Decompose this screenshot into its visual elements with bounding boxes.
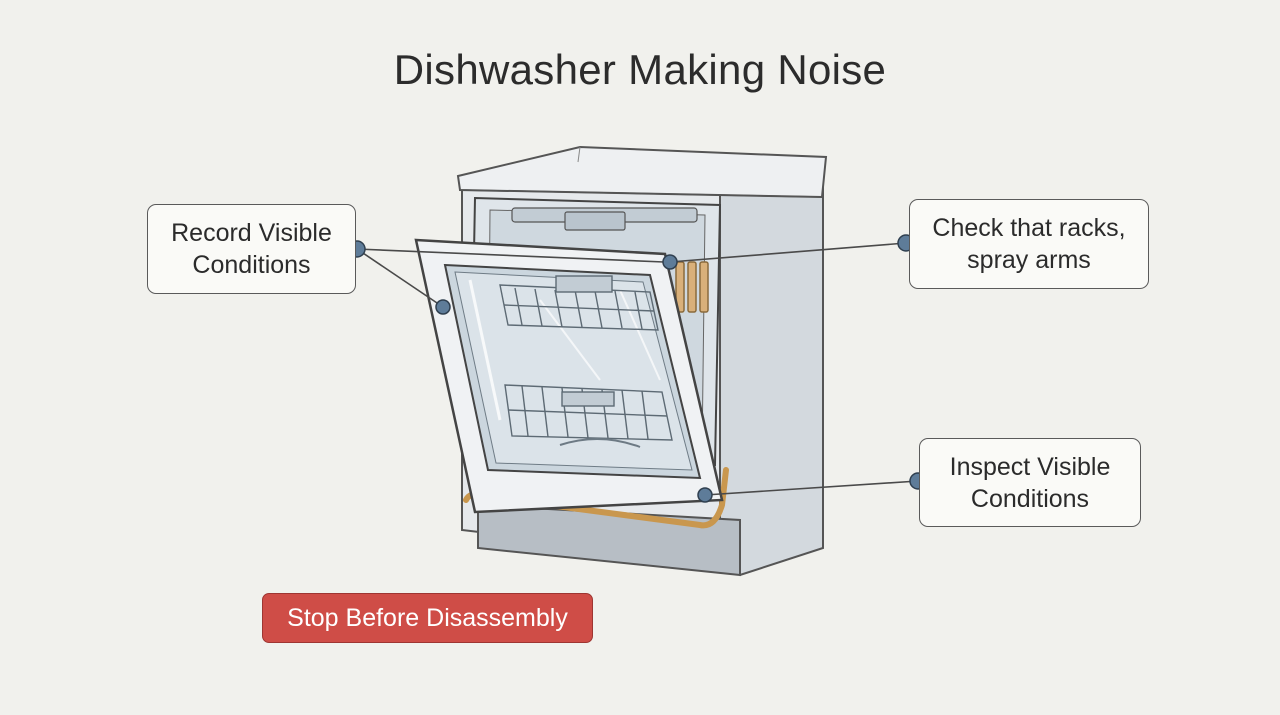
- upper-rack: [499, 275, 659, 331]
- stop-warning-badge: Stop Before Disassembly: [262, 593, 593, 643]
- callout-check-line2: spray arms: [967, 246, 1091, 274]
- countertop: [456, 145, 828, 199]
- callout-check-racks: Check that racks, spray arms: [909, 199, 1149, 289]
- callout-check-line1: Check that racks,: [932, 214, 1126, 242]
- callout-record-line2: Conditions: [192, 251, 311, 279]
- marker-dot-rack: [662, 254, 678, 270]
- diagram-title: Dishwasher Making Noise: [393, 46, 887, 93]
- callout-record-conditions: Record Visible Conditions: [147, 204, 356, 294]
- door-gasket: [463, 467, 729, 529]
- marker-dot-door: [435, 299, 451, 315]
- leader-line-inspect: [704, 480, 919, 496]
- marker-dot-gasket: [697, 487, 713, 503]
- callout-inspect-line1: Inspect Visible: [949, 452, 1111, 481]
- lower-rack: [504, 384, 673, 448]
- callout-inspect-line2: Conditions: [970, 484, 1090, 513]
- cabinet-side: [719, 168, 824, 577]
- leader-line-record-bottom: [356, 248, 444, 308]
- callout-inspect-conditions: Inspect Visible Conditions: [919, 438, 1141, 527]
- leader-line-record-top: [356, 248, 665, 263]
- callout-record-line1: Record Visible: [171, 219, 332, 247]
- leader-line-check: [669, 242, 907, 263]
